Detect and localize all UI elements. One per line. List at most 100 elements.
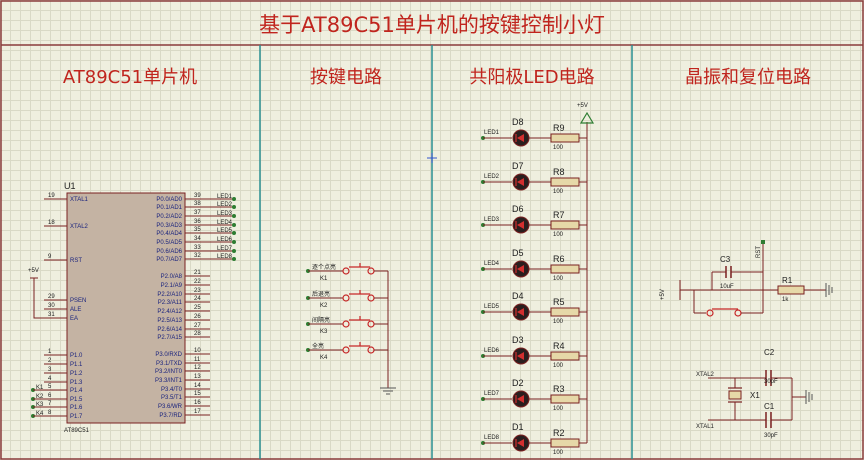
resistor-ref: R2	[553, 428, 565, 438]
section-title-leds: 共阳极LED电路	[469, 67, 594, 88]
pin-number: 10	[194, 348, 201, 354]
pin-name: P2.5/A13	[157, 318, 182, 324]
pin-number: 12	[194, 365, 201, 371]
key-caption: 全亮	[312, 342, 324, 350]
led-ref: D7	[512, 161, 524, 171]
pin-number: 24	[194, 296, 201, 302]
pin-name: XTAL1	[70, 197, 89, 203]
resistor-ref: R8	[553, 167, 565, 177]
reset-switch[interactable]	[693, 290, 764, 317]
led-ref: D6	[512, 204, 524, 214]
led-net-label: LED8	[484, 435, 500, 441]
led-diode-icon	[517, 178, 524, 186]
resistor-value: 100	[553, 406, 564, 412]
led-net-label: LED5	[484, 304, 500, 310]
key-caption: 逐个点亮	[312, 263, 336, 271]
reset-circuit[interactable]: RST C3 10uF R1 1k	[660, 240, 833, 317]
c2-value: 30pF	[764, 379, 778, 385]
pin-name: P3.5/T1	[161, 395, 183, 401]
terminal	[232, 240, 236, 244]
pin-name: P1.0	[70, 353, 83, 359]
resistor-value: 100	[553, 363, 564, 369]
resistor-ref: R6	[553, 254, 565, 264]
terminal	[232, 214, 236, 218]
c1-value: 30pF	[764, 433, 778, 439]
pin-number: 14	[194, 383, 201, 389]
switch-contact	[342, 267, 350, 275]
reset-vcc-label: +5V	[660, 289, 666, 300]
terminal	[232, 205, 236, 209]
pin-number: 30	[48, 303, 55, 309]
pin-number: 19	[48, 193, 55, 199]
pin-number: 26	[194, 314, 201, 320]
pin-name: RST	[70, 258, 82, 264]
xtal2-label: XTAL2	[696, 372, 715, 378]
pin-number: 28	[194, 331, 201, 337]
xtal1-label: XTAL1	[696, 424, 715, 430]
key-caption: 间隔亮	[312, 316, 330, 324]
resistor-ref: R7	[553, 210, 565, 220]
pin-number: 27	[194, 323, 201, 329]
net-label: LED2	[217, 202, 233, 208]
pin-name: P0.5/AD5	[156, 240, 182, 246]
resistor-value: 100	[553, 232, 564, 238]
ea-wire	[33, 278, 44, 319]
terminal	[232, 257, 236, 261]
resistor-r1[interactable]: R1 1k	[763, 276, 833, 303]
led-net-label: LED6	[484, 348, 500, 354]
led-diode-icon	[517, 352, 524, 360]
crystal-circuit[interactable]: XTAL2 XTAL1 X1 C2 30pF C1 30pF	[696, 348, 813, 439]
key-ref: K3	[320, 329, 328, 335]
resistor-ref: R3	[553, 384, 565, 394]
pin-number: 32	[194, 253, 201, 259]
capacitor-c1[interactable]: C1 30pF	[764, 402, 792, 439]
pin-name: P3.0/RXD	[155, 352, 182, 358]
pin-name: P1.1	[70, 362, 83, 368]
net-label: K3	[36, 402, 44, 408]
pin-number: 2	[48, 358, 52, 364]
resistor-r9	[550, 133, 580, 143]
pin-name: P2.4/A12	[157, 309, 182, 315]
pin-name: P0.6/AD6	[156, 249, 182, 255]
led-diode-icon	[517, 265, 524, 273]
key-switch-k3[interactable]: 间隔亮 K3	[306, 316, 388, 335]
resistor-ref: R5	[553, 297, 565, 307]
resistor-ref: R9	[553, 123, 565, 133]
pin-number: 31	[48, 312, 55, 318]
led-ref: D4	[512, 291, 524, 301]
r1-ref: R1	[782, 276, 793, 285]
pin-name: P3.4/T0	[161, 387, 183, 393]
led-circuit[interactable]: LED1D8R9100LED2D7R8100LED3D6R7100LED4D5R…	[481, 103, 595, 456]
pin-number: 8	[48, 410, 52, 416]
pin-name: EA	[70, 316, 78, 322]
pin-name: P2.1/A9	[161, 283, 183, 289]
pin-number: 16	[194, 400, 201, 406]
capacitor-c3[interactable]: C3 10uF	[711, 255, 763, 290]
net-label: LED4	[217, 220, 233, 226]
pin-name: P2.3/A11	[158, 300, 183, 306]
pin-name: P1.6	[70, 405, 83, 411]
net-label: LED3	[217, 211, 233, 217]
capacitor-c2[interactable]: C2 30pF	[764, 348, 792, 386]
pin-number: 15	[194, 391, 201, 397]
crystal-x1[interactable]: X1	[728, 378, 760, 420]
pin-name: PSEN	[70, 298, 86, 304]
pin-number: 36	[194, 219, 201, 225]
mcu-u1[interactable]: U1AT89C5119XTAL118XTAL29RST29PSEN30ALE31…	[28, 181, 236, 434]
c2-ref: C2	[764, 348, 775, 357]
net-label: K4	[36, 411, 44, 417]
pin-name: ALE	[70, 307, 81, 313]
